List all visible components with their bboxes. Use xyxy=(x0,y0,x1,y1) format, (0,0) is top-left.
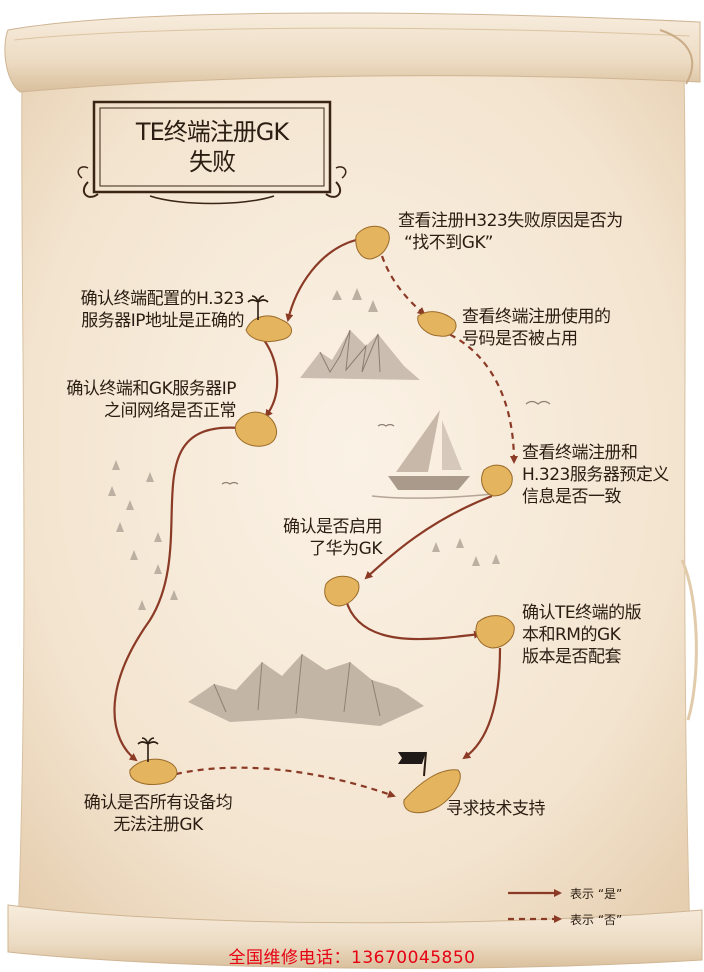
edge-n2-n4-yes xyxy=(263,339,279,418)
node-n1-label: 查看注册H323失败原因是否为 “找不到GK” xyxy=(398,210,623,254)
node-n3-label: 查看终端注册使用的 号码是否被占用 xyxy=(462,306,611,350)
title-frame xyxy=(77,100,347,205)
edge-n6-n7-yes xyxy=(344,599,482,641)
edge-n8-n9-no xyxy=(175,766,396,798)
island-n6 xyxy=(324,575,360,607)
node-n3-line-2: 号码是否被占用 xyxy=(462,329,578,349)
sailboat xyxy=(371,410,495,499)
parchment-scroll xyxy=(4,12,703,969)
legend-yes-label: 表示 “是” xyxy=(570,887,623,901)
edge-n5-n6-yes xyxy=(364,494,493,580)
edge-n4-n8-yes xyxy=(113,426,241,762)
node-n8-line-2: 无法注册GK xyxy=(113,815,203,835)
title-line-2: 失败 xyxy=(189,148,236,176)
node-n8-line-1: 确认是否所有设备均 xyxy=(83,793,233,813)
island-n4 xyxy=(234,411,278,447)
island-n8 xyxy=(129,758,178,785)
node-n1-line-2: “找不到GK” xyxy=(404,233,493,253)
tree-clusters xyxy=(108,288,500,610)
mountain-range-bottom xyxy=(188,653,424,726)
service-phone: 全国维修电话：13670045850 xyxy=(228,948,476,968)
island-n3 xyxy=(417,311,457,337)
island-n2 xyxy=(245,315,292,343)
node-n7-line-1: 确认TE终端的版 xyxy=(522,603,642,623)
edge-n1-n2-yes xyxy=(285,238,357,322)
mountain-range-top xyxy=(300,329,420,380)
node-n5-line-2: H.323服务器预定义 xyxy=(522,465,669,485)
birds xyxy=(221,400,551,485)
legend-lines xyxy=(508,889,562,923)
edge-n7-n9-yes xyxy=(462,647,502,760)
node-n9-line-1: 寻求技术支持 xyxy=(446,799,546,819)
node-n6-line-2: 了华为GK xyxy=(309,539,382,559)
island-n7 xyxy=(475,615,515,649)
node-n2-line-2: 服务器IP地址是正确的 xyxy=(81,311,244,331)
node-n7-line-3: 版本是否配套 xyxy=(522,647,622,667)
node-n8-label: 确认是否所有设备均 无法注册GK xyxy=(48,792,268,836)
diagram-title: TE终端注册GK 失败 xyxy=(94,117,330,177)
node-n5-label: 查看终端注册和 H.323服务器预定义 信息是否一致 xyxy=(522,442,669,508)
node-n4-line-1: 确认终端和GK服务器IP xyxy=(66,379,236,399)
node-n7-line-2: 本和RM的GK xyxy=(522,625,621,645)
island-n1 xyxy=(355,225,390,260)
island-n5 xyxy=(481,464,513,497)
palm-trees xyxy=(137,295,269,762)
island-n9 xyxy=(403,769,461,814)
node-n6-line-1: 确认是否启用 xyxy=(283,517,383,537)
node-n4-line-2: 之间网络是否正常 xyxy=(104,401,237,421)
node-n3-line-1: 查看终端注册使用的 xyxy=(462,307,611,327)
flag-icon xyxy=(398,751,427,777)
node-n7-label: 确认TE终端的版 本和RM的GK 版本是否配套 xyxy=(522,602,642,668)
connectors xyxy=(113,238,518,798)
edge-n1-n3-no xyxy=(380,255,426,316)
node-n6-label: 确认是否启用 了华为GK xyxy=(240,516,383,560)
node-n2-label: 确认终端配置的H.323 服务器IP地址是正确的 xyxy=(40,288,245,332)
node-n1-line-1: 查看注册H323失败原因是否为 xyxy=(398,211,623,231)
node-n9-label: 寻求技术支持 xyxy=(446,798,546,820)
legend-no-label: 表示 “否” xyxy=(570,913,623,927)
title-line-1: TE终端注册GK xyxy=(135,118,289,146)
islands xyxy=(129,225,515,814)
node-n4-label: 确认终端和GK服务器IP 之间网络是否正常 xyxy=(20,378,236,422)
node-n5-line-1: 查看终端注册和 xyxy=(522,443,638,463)
node-n2-line-1: 确认终端配置的H.323 xyxy=(80,289,245,309)
node-n5-line-3: 信息是否一致 xyxy=(522,487,621,507)
